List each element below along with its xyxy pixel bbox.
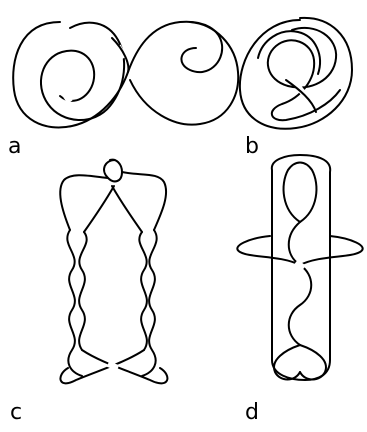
panel-label-a: a [8,136,21,158]
knot-c [60,160,167,384]
panel-label-c: c [10,402,22,424]
knot-b [240,18,352,129]
knot-d [237,155,362,380]
panel-label-d: d [245,402,259,424]
panel-label-b: b [245,136,259,158]
knot-a [13,22,238,128]
